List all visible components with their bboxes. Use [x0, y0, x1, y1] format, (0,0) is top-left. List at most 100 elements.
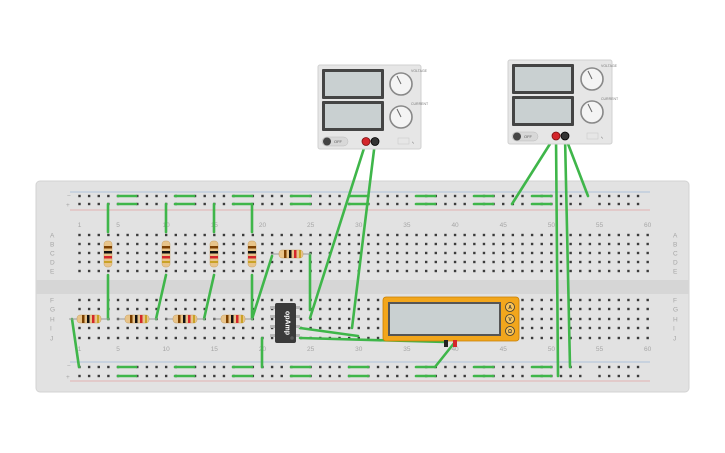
breadboard-hole[interactable]: [270, 298, 274, 302]
breadboard-hole[interactable]: [97, 298, 100, 302]
breadboard-hole[interactable]: [222, 336, 226, 340]
breadboard-hole[interactable]: [550, 326, 553, 330]
breadboard-hole[interactable]: [530, 336, 534, 340]
breadboard-hole[interactable]: [97, 374, 100, 378]
breadboard-hole[interactable]: [145, 298, 149, 302]
breadboard-hole[interactable]: [203, 307, 206, 311]
breadboard-hole[interactable]: [87, 194, 91, 198]
breadboard-hole[interactable]: [155, 374, 158, 378]
breadboard-hole[interactable]: [319, 242, 322, 246]
breadboard-hole[interactable]: [107, 194, 110, 198]
breadboard-hole[interactable]: [270, 336, 274, 340]
breadboard-hole[interactable]: [299, 242, 303, 246]
negative-terminal[interactable]: [370, 137, 380, 146]
mode-button-amps[interactable]: [505, 302, 515, 312]
breadboard-hole[interactable]: [232, 242, 235, 246]
breadboard-hole[interactable]: [511, 365, 515, 369]
breadboard-hole[interactable]: [607, 269, 611, 273]
breadboard-hole[interactable]: [550, 233, 553, 237]
breadboard-hole[interactable]: [559, 365, 563, 369]
breadboard-hole[interactable]: [107, 365, 110, 369]
breadboard-hole[interactable]: [550, 307, 553, 311]
breadboard-hole[interactable]: [174, 298, 177, 302]
breadboard-hole[interactable]: [453, 269, 457, 273]
breadboard-hole[interactable]: [550, 269, 553, 273]
breadboard-hole[interactable]: [617, 260, 620, 264]
multimeter-mode-buttons[interactable]: A V Ω: [505, 302, 515, 336]
breadboard-hole[interactable]: [598, 269, 601, 273]
breadboard-hole[interactable]: [453, 374, 457, 378]
breadboard-hole[interactable]: [579, 326, 582, 330]
breadboard-hole[interactable]: [396, 242, 399, 246]
breadboard-hole[interactable]: [242, 307, 245, 311]
breadboard-hole[interactable]: [116, 251, 120, 255]
breadboard-hole[interactable]: [116, 307, 120, 311]
breadboard-hole[interactable]: [78, 269, 81, 273]
breadboard-hole[interactable]: [357, 326, 360, 330]
breadboard-hole[interactable]: [367, 269, 370, 273]
breadboard-hole[interactable]: [376, 251, 380, 255]
breadboard-hole[interactable]: [463, 202, 466, 206]
positive-terminal[interactable]: [361, 137, 371, 146]
breadboard-hole[interactable]: [126, 269, 129, 273]
breadboard-hole[interactable]: [559, 233, 563, 237]
breadboard-hole[interactable]: [222, 326, 226, 330]
breadboard-hole[interactable]: [376, 260, 380, 264]
breadboard-hole[interactable]: [232, 233, 235, 237]
breadboard-hole[interactable]: [559, 202, 563, 206]
breadboard-hole[interactable]: [116, 326, 120, 330]
breadboard-hole[interactable]: [396, 202, 399, 206]
multimeter[interactable]: A V Ω: [382, 296, 520, 347]
breadboard-hole[interactable]: [444, 374, 447, 378]
breadboard-hole[interactable]: [213, 336, 216, 340]
breadboard-hole[interactable]: [579, 251, 582, 255]
breadboard-hole[interactable]: [492, 251, 495, 255]
breadboard-hole[interactable]: [357, 251, 360, 255]
breadboard-hole[interactable]: [405, 374, 409, 378]
breadboard-hole[interactable]: [579, 365, 582, 369]
breadboard-hole[interactable]: [193, 336, 197, 340]
breadboard-hole[interactable]: [405, 202, 409, 206]
breadboard-hole[interactable]: [357, 298, 360, 302]
breadboard-hole[interactable]: [97, 365, 100, 369]
breadboard-hole[interactable]: [453, 242, 457, 246]
breadboard-hole[interactable]: [97, 194, 100, 198]
breadboard-hole[interactable]: [261, 317, 264, 321]
breadboard-hole[interactable]: [376, 194, 380, 198]
breadboard-hole[interactable]: [203, 260, 206, 264]
wire[interactable]: [510, 134, 557, 206]
breadboard-hole[interactable]: [145, 307, 149, 311]
breadboard-hole[interactable]: [559, 260, 563, 264]
breadboard-hole[interactable]: [473, 260, 476, 264]
breadboard-hole[interactable]: [338, 260, 341, 264]
breadboard-hole[interactable]: [251, 233, 255, 237]
resistor[interactable]: [247, 240, 257, 268]
breadboard-hole[interactable]: [87, 374, 91, 378]
breadboard-hole[interactable]: [473, 251, 476, 255]
breadboard-hole[interactable]: [521, 242, 524, 246]
breadboard-hole[interactable]: [376, 202, 380, 206]
breadboard-hole[interactable]: [482, 260, 486, 264]
breadboard-hole[interactable]: [502, 269, 505, 273]
breadboard-hole[interactable]: [145, 326, 149, 330]
breadboard-hole[interactable]: [627, 242, 630, 246]
breadboard-hole[interactable]: [309, 326, 312, 330]
breadboard-hole[interactable]: [444, 233, 447, 237]
breadboard-hole[interactable]: [184, 336, 187, 340]
breadboard-hole[interactable]: [511, 233, 515, 237]
probe-red[interactable]: [453, 340, 457, 347]
breadboard-hole[interactable]: [242, 242, 245, 246]
breadboard-hole[interactable]: [463, 374, 466, 378]
negative-terminal[interactable]: [560, 131, 570, 141]
breadboard-hole[interactable]: [646, 251, 649, 255]
breadboard-hole[interactable]: [540, 251, 543, 255]
breadboard-hole[interactable]: [521, 251, 524, 255]
breadboard-hole[interactable]: [502, 251, 505, 255]
breadboard-hole[interactable]: [607, 194, 611, 198]
breadboard-hole[interactable]: [222, 269, 226, 273]
breadboard-hole[interactable]: [569, 269, 572, 273]
breadboard-hole[interactable]: [636, 298, 640, 302]
breadboard-hole[interactable]: [386, 374, 389, 378]
breadboard-hole[interactable]: [290, 298, 293, 302]
breadboard-hole[interactable]: [261, 251, 264, 255]
